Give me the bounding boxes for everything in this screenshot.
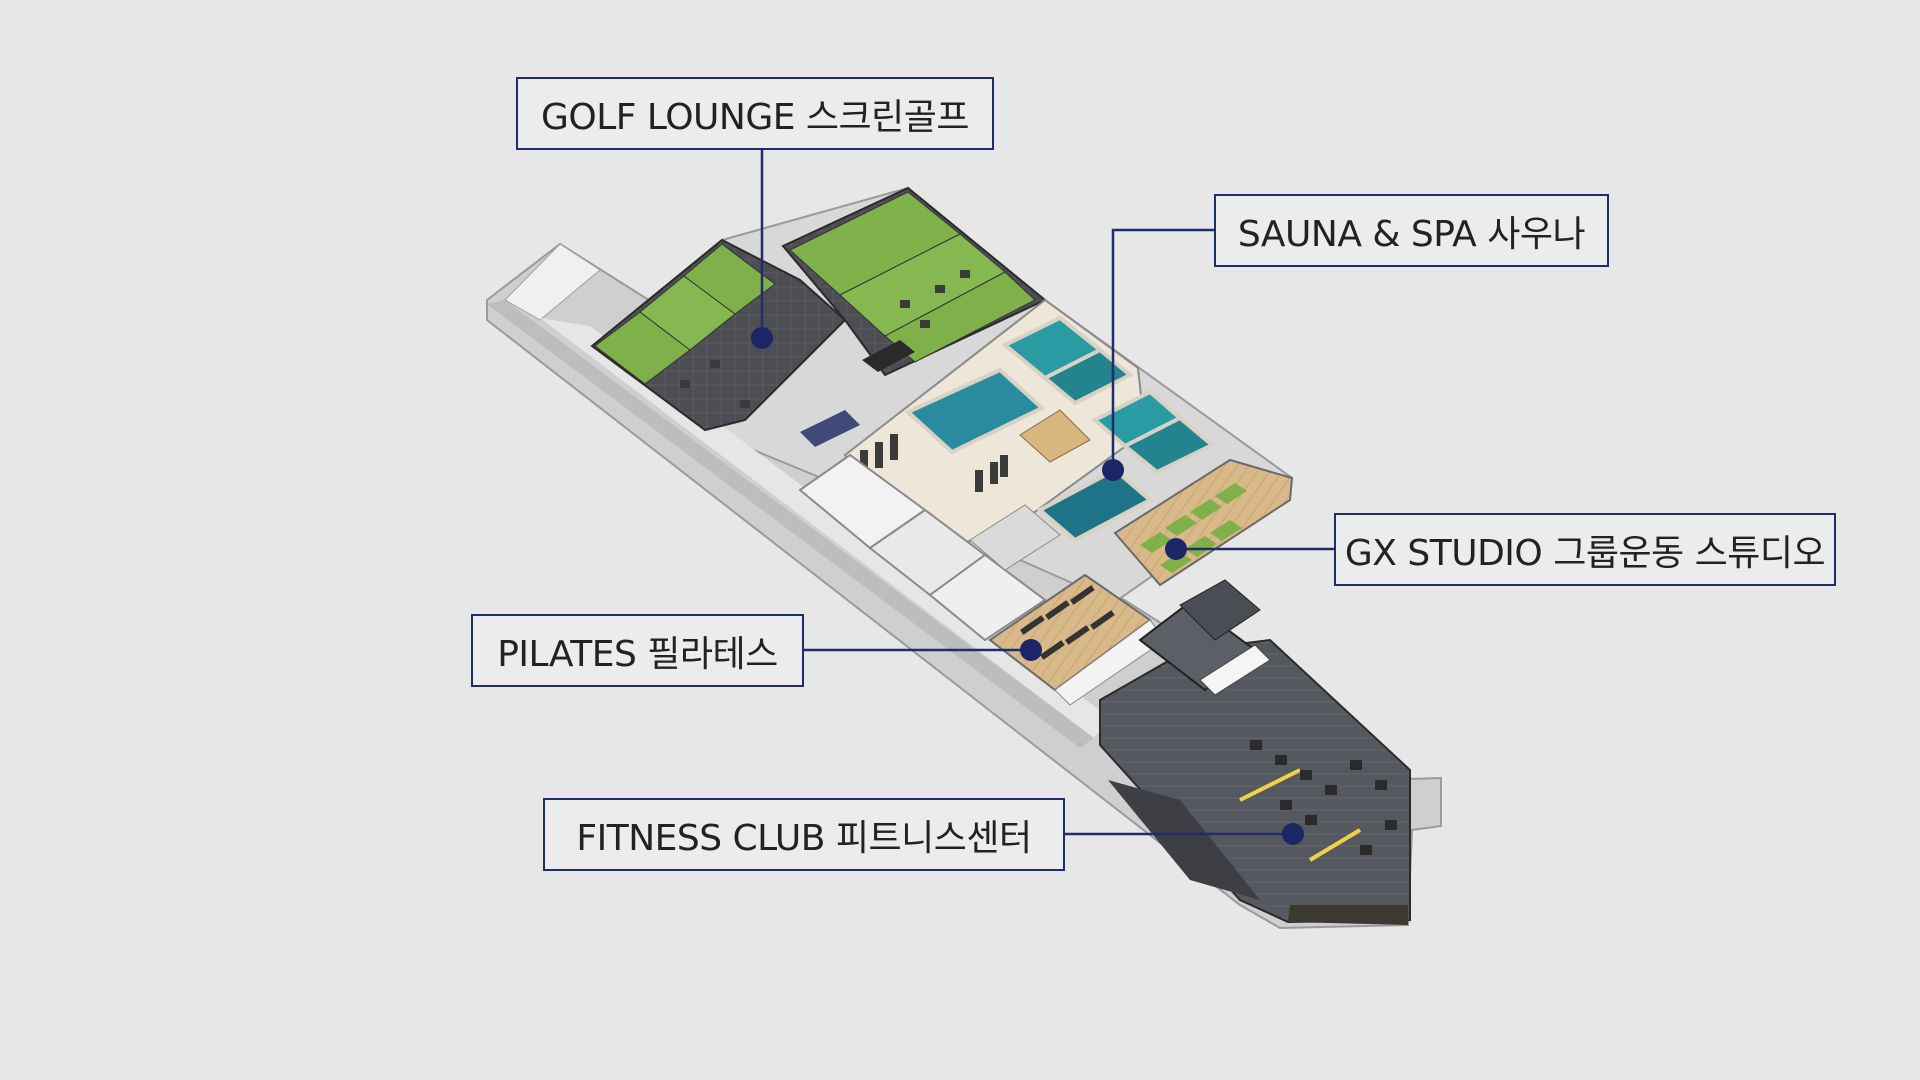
location-markers [751, 327, 1304, 845]
sauna-marker-dot [1102, 459, 1124, 481]
pilates-marker-dot [1020, 639, 1042, 661]
sauna-leader-line [1111, 228, 1214, 470]
pilates-zone [988, 573, 1166, 706]
pilates-label: PILATES 필라테스 [471, 614, 804, 687]
locker-rooms [798, 453, 1061, 642]
fitness-club-zone [1099, 579, 1411, 925]
gx-studio-label: GX STUDIO 그룹운동 스튜디오 [1334, 513, 1836, 586]
golf-marker-dot [751, 327, 773, 349]
leader-lines [760, 150, 1334, 836]
golf-lounge-zone [590, 186, 1047, 447]
sauna-spa-label: SAUNA & SPA 사우나 [1214, 194, 1609, 267]
gx-studio-zone [1113, 458, 1294, 587]
corridor [487, 243, 1110, 748]
golf-lounge-label: GOLF LOUNGE 스크린골프 [516, 77, 994, 150]
gx-marker-dot [1165, 538, 1187, 560]
fitness-marker-dot [1282, 823, 1304, 845]
fitness-club-label: FITNESS CLUB 피트니스센터 [543, 798, 1065, 871]
